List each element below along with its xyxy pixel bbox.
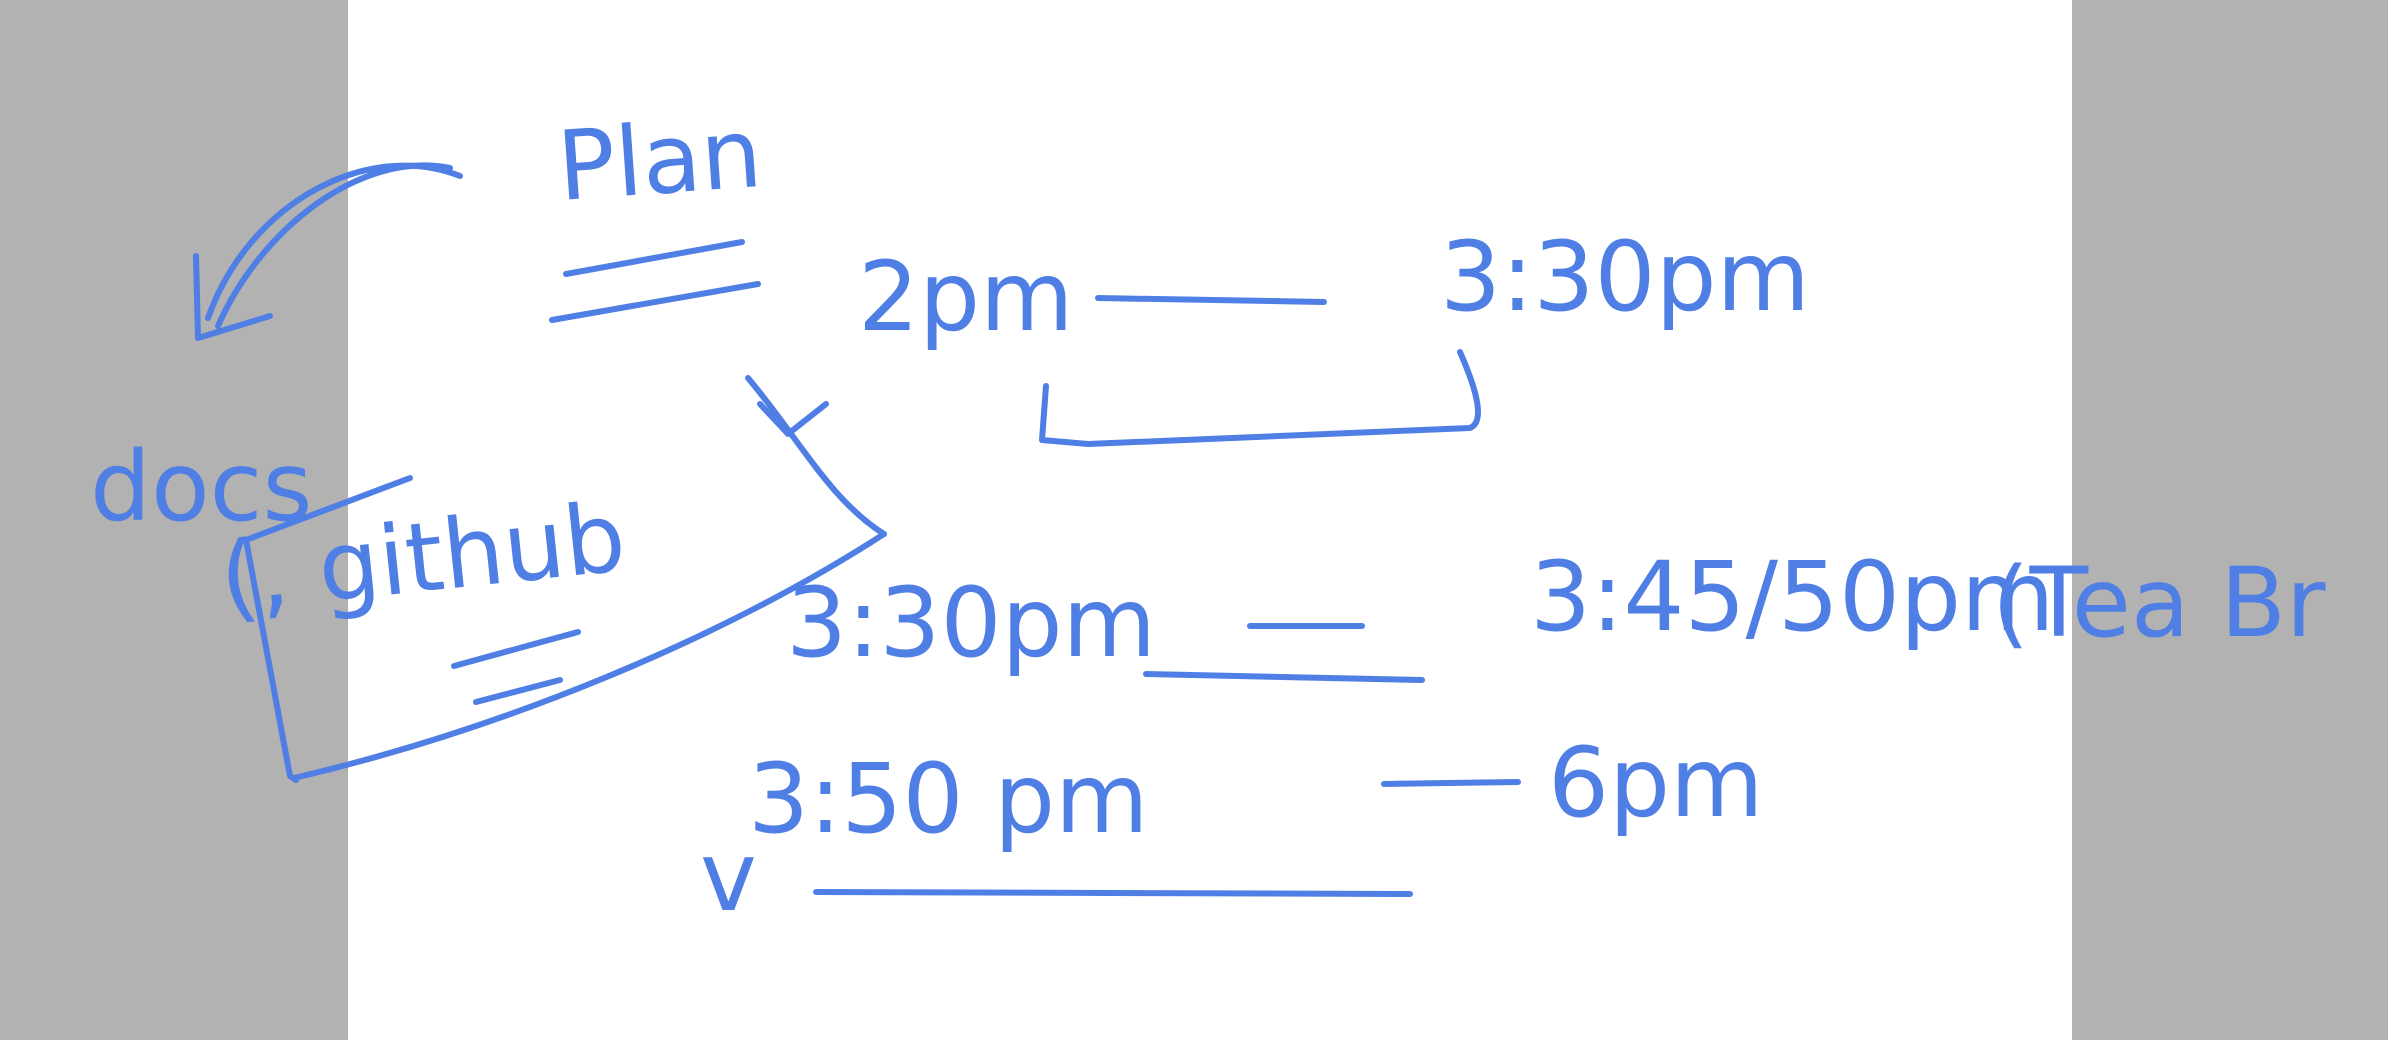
dash-350-to-6pm [1381,779,1521,787]
left-margin [0,0,348,1040]
label-docs: docs [90,431,312,543]
curved-arrow-stroke-2 [215,162,453,329]
time-345-50pm: 3:45/50pm [1530,541,2055,653]
title-underline-2 [549,281,761,323]
time-350pm: 3:50 pm [748,743,1149,855]
time-330pm-mid: 3:30pm [786,567,1156,679]
sweep-to-github [291,531,887,781]
time-6pm: 6pm [1548,727,1764,839]
github-underline-1 [451,629,581,669]
title-plan: Plan [554,97,766,223]
underline-330-row [1143,671,1425,683]
label-tea-break: (Tea Br [1992,547,2326,659]
underline-350-row [813,889,1413,897]
curved-arrow-icon [205,162,463,321]
title-underline-1 [563,239,745,277]
time-330pm-top: 3:30pm [1440,221,1810,333]
github-underline-2 [473,677,563,705]
time-2pm: 2pm [858,241,1074,353]
diagonal-arrow [745,375,887,537]
dash-2pm-to-330 [1095,295,1327,305]
diagonal-arrow-tick [757,401,829,437]
check-mark-icon: v [700,821,757,933]
note-page [348,0,2072,1040]
github-bracket [243,475,413,783]
right-margin [2072,0,2388,1040]
arrow-head-icon [193,253,273,341]
bracket-2pm-330pm [1039,349,1481,447]
